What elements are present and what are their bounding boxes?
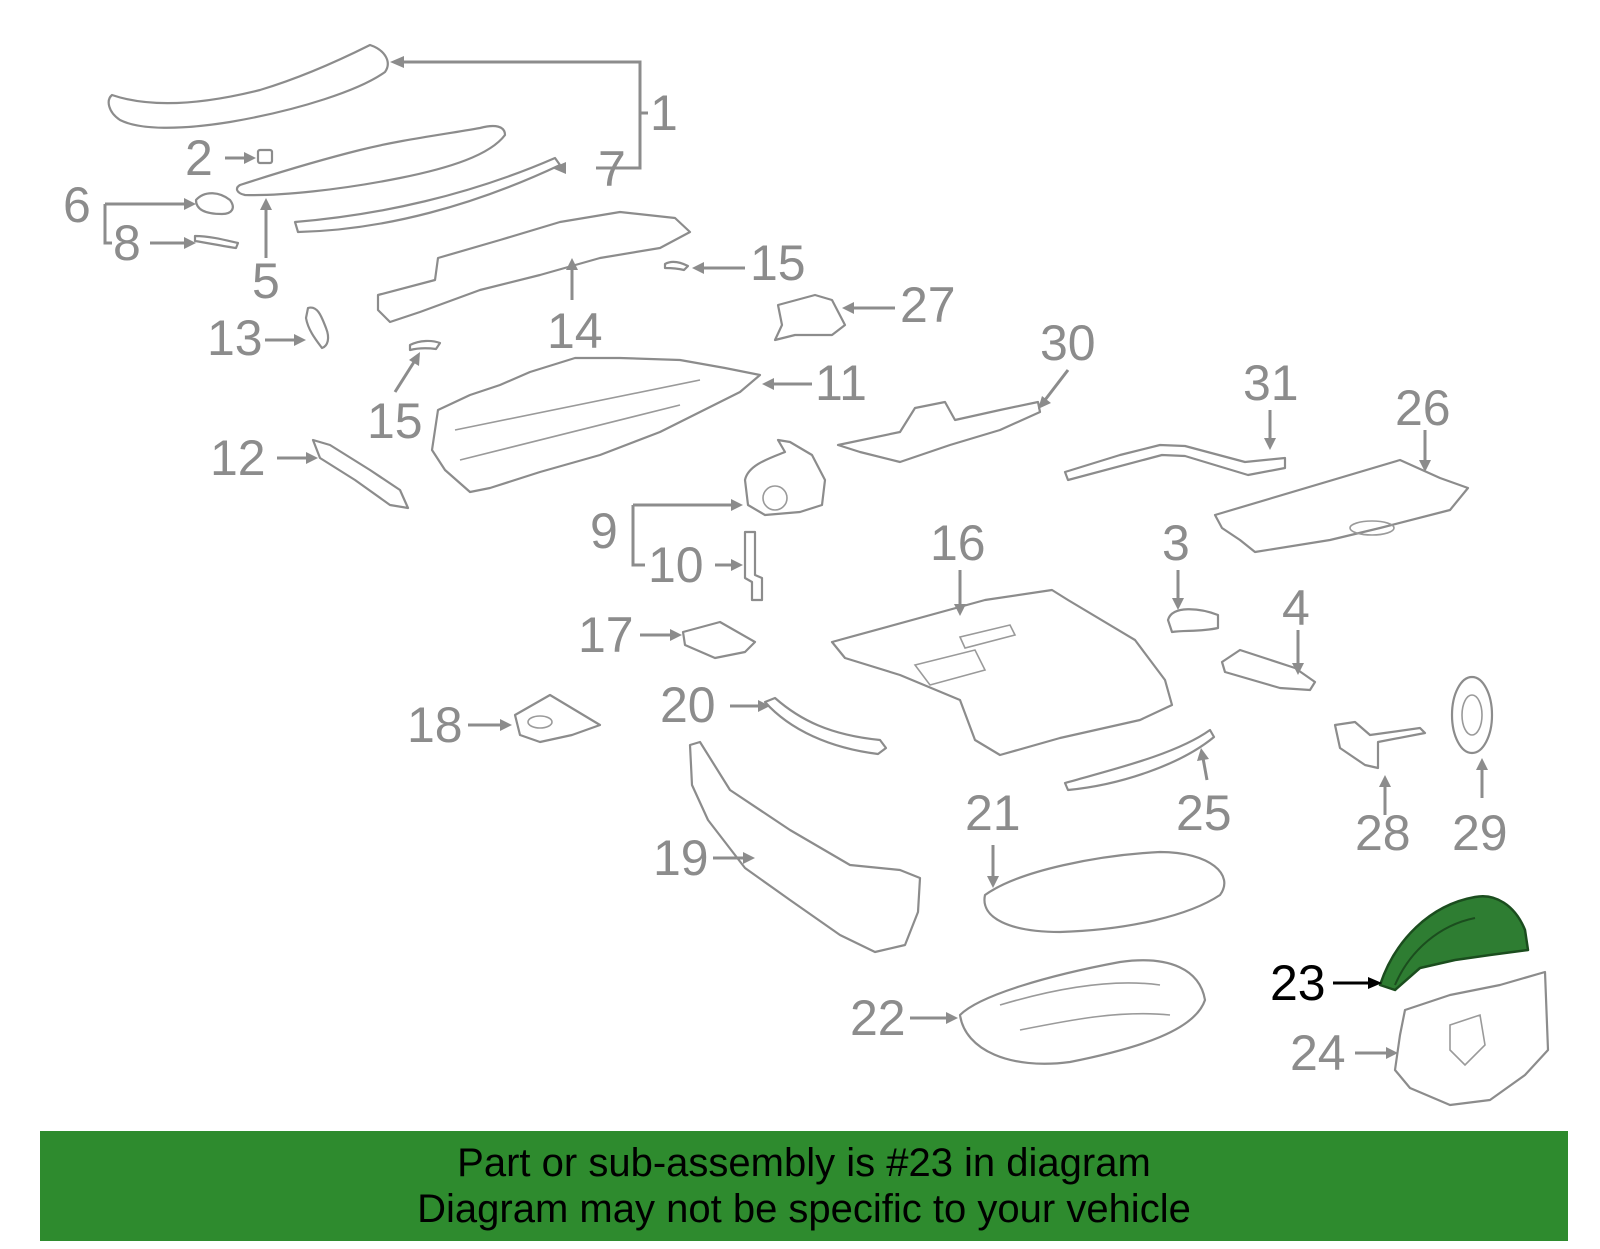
callout-17: 17 (578, 607, 634, 663)
callout-12: 12 (210, 430, 266, 486)
part-8-shape[interactable] (193, 234, 240, 250)
part-9-shape[interactable] (743, 438, 827, 517)
part-16-detail (913, 624, 1017, 686)
part-5-shape[interactable] (235, 124, 507, 197)
callout-26: 26 (1395, 380, 1451, 436)
part-11-detail (454, 379, 701, 461)
part-9-detail (762, 485, 788, 511)
part-22-shape[interactable] (958, 959, 1207, 1065)
part-3-shape[interactable] (1166, 608, 1220, 634)
parts-diagram: 1 2 7 6 8 5 15 27 13 14 30 11 31 26 15 1… (63, 43, 1550, 1107)
part-2-shape[interactable] (256, 148, 274, 165)
highlight-banner: Part or sub-assembly is #23 in diagram D… (40, 1131, 1568, 1241)
part-19-shape[interactable] (688, 740, 922, 954)
part-21-shape[interactable] (983, 850, 1226, 934)
callout-31: 31 (1243, 355, 1299, 411)
callout-29: 29 (1452, 805, 1508, 861)
part-17-shape[interactable] (681, 620, 757, 660)
callout-15-upper: 15 (750, 235, 806, 291)
callout-16: 16 (930, 515, 986, 571)
part-4-shape[interactable] (1220, 648, 1317, 692)
callout-24: 24 (1290, 1025, 1346, 1081)
banner-line-1: Part or sub-assembly is #23 in diagram (457, 1141, 1151, 1185)
callout-18: 18 (407, 697, 463, 753)
callout-28: 28 (1355, 805, 1411, 861)
callout-9: 9 (590, 503, 618, 559)
part-14-shape[interactable] (376, 210, 692, 324)
callout-14: 14 (547, 303, 603, 359)
part-18-detail (527, 715, 553, 729)
part-23-shape[interactable] (1378, 895, 1530, 992)
callout-30: 30 (1040, 315, 1096, 371)
part-30-shape[interactable] (836, 400, 1042, 464)
callout-6: 6 (63, 177, 91, 233)
part-26-detail (1349, 520, 1395, 536)
callout-7: 7 (598, 141, 626, 197)
part-15a-shape[interactable] (663, 260, 690, 272)
part-6-shape[interactable] (194, 192, 234, 216)
callout-5: 5 (252, 253, 280, 309)
part-15b-shape[interactable] (408, 339, 442, 352)
part-26-shape[interactable] (1213, 458, 1470, 554)
callout-11: 11 (815, 355, 867, 411)
callout-21: 21 (965, 785, 1021, 841)
part-10-shape[interactable] (743, 530, 764, 602)
part-12-shape[interactable] (311, 438, 410, 510)
callout-23[interactable]: 23 (1270, 955, 1326, 1011)
callout-1: 1 (650, 85, 678, 141)
callout-27: 27 (900, 277, 956, 333)
callout-22: 22 (850, 990, 906, 1046)
callout-13: 13 (207, 310, 263, 366)
callout-2: 2 (185, 130, 213, 186)
part-31-shape[interactable] (1063, 443, 1287, 482)
part-25-shape[interactable] (1063, 728, 1216, 792)
callout-4: 4 (1282, 580, 1310, 636)
leader-lines (103, 56, 1488, 1059)
callout-3: 3 (1162, 515, 1190, 571)
callout-20: 20 (660, 677, 716, 733)
part-1-shape[interactable] (107, 43, 389, 129)
callout-10: 10 (648, 537, 704, 593)
part-24-detail (1449, 1013, 1486, 1067)
banner-line-2: Diagram may not be specific to your vehi… (417, 1187, 1191, 1231)
part-18-shape[interactable] (513, 693, 602, 744)
part-23-detail (1394, 917, 1476, 986)
part-28-shape[interactable] (1333, 720, 1427, 770)
part-22-detail (999, 982, 1171, 1031)
part-29-shape[interactable] (1450, 675, 1494, 755)
part-11-shape[interactable] (430, 356, 762, 494)
callout-8: 8 (113, 215, 141, 271)
part-16-shape[interactable] (830, 588, 1174, 757)
callout-15-lower: 15 (367, 393, 423, 449)
part-29-detail (1461, 694, 1483, 736)
part-13-shape[interactable] (304, 306, 330, 350)
part-24-shape[interactable] (1393, 970, 1550, 1107)
part-27-shape[interactable] (773, 293, 847, 342)
callout-19: 19 (653, 830, 709, 886)
callout-25: 25 (1176, 785, 1232, 841)
part-20-shape[interactable] (763, 696, 888, 756)
